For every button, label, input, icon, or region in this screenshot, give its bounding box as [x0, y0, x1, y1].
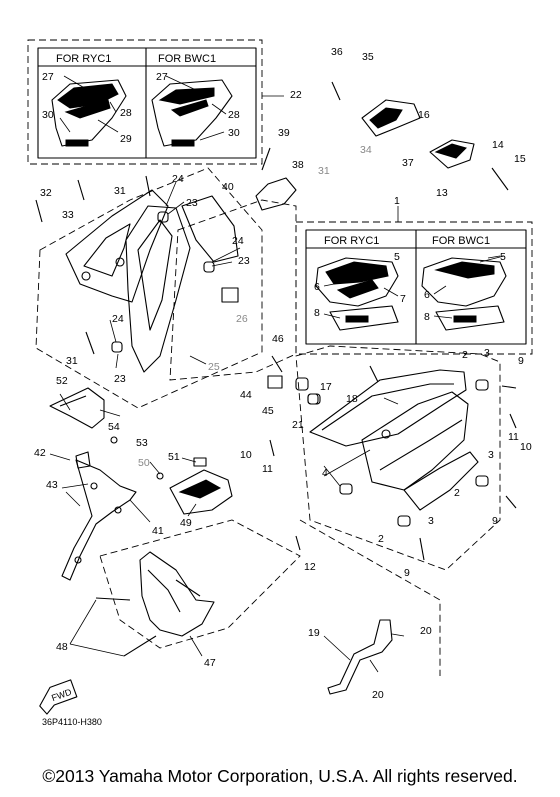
callout-number: 16	[418, 109, 430, 121]
callout-number: 11	[508, 431, 519, 443]
callout-number: 28	[120, 107, 132, 119]
callout-number: 5	[394, 251, 400, 263]
inset-top-decals: FOR RYC1 FOR BWC1	[27, 39, 263, 165]
lower-left-brackets	[49, 387, 233, 581]
callout-number: 12	[304, 561, 316, 573]
stay-bracket	[299, 519, 441, 695]
callout-number: 27	[42, 71, 54, 83]
inset-top-left-title: FOR RYC1	[56, 53, 111, 65]
callout-number: 1	[394, 195, 400, 207]
leader-lines	[49, 75, 505, 661]
callout-number: 31	[66, 355, 78, 367]
callout-number: 31	[114, 185, 126, 197]
callout-number: 25	[208, 361, 220, 373]
callout-number: 26	[236, 313, 248, 325]
callout-number: 34	[360, 144, 372, 156]
callout-number: 28	[228, 109, 240, 121]
inset-right-decals: FOR RYC1 FOR BWC1	[295, 221, 533, 355]
callout-number: 4	[322, 467, 328, 479]
callout-number: 2	[454, 487, 460, 499]
callout-number: 21	[292, 419, 304, 431]
callout-number: 44	[240, 389, 252, 401]
callout-number: 49	[180, 517, 192, 529]
callout-number: 9	[518, 355, 524, 367]
callout-number: 52	[56, 375, 68, 387]
callout-labels: 36 35 22 27 28 29 30 27 28 30 34 16 37 1…	[34, 46, 532, 701]
callout-number: 40	[222, 181, 234, 193]
callout-number: 23	[114, 373, 126, 385]
callout-number: 9	[404, 567, 410, 579]
callout-number: 48	[56, 641, 68, 653]
drawing-code: 36P4110-H380	[42, 717, 102, 727]
callout-number: 10	[240, 449, 252, 461]
inset-right-right-title: FOR BWC1	[432, 235, 490, 247]
callout-number: 37	[402, 157, 414, 169]
upper-brackets	[255, 81, 509, 211]
callout-number: 8	[424, 311, 430, 323]
callout-number: 7	[400, 293, 406, 305]
callout-number: 24	[172, 173, 184, 185]
callout-number: 24	[232, 235, 244, 247]
callout-number: 53	[136, 437, 148, 449]
callout-number: 42	[34, 447, 46, 459]
callout-number: 31	[318, 165, 330, 177]
callout-number: 20	[372, 689, 384, 701]
callout-number: 39	[278, 127, 290, 139]
hardware	[35, 175, 517, 561]
callout-number: 30	[42, 109, 54, 121]
callout-number: 3	[428, 515, 434, 527]
fwd-arrow-icon: FWD	[39, 679, 78, 715]
callout-number: 36	[331, 46, 343, 58]
callout-number: 6	[314, 281, 320, 293]
under-cowl	[95, 519, 301, 657]
callout-number: 3	[488, 449, 494, 461]
callout-number: 30	[228, 127, 240, 139]
callout-number: 17	[320, 381, 332, 393]
inset-top-right-title: FOR BWC1	[158, 53, 216, 65]
callout-number: 20	[420, 625, 432, 637]
callout-number: 38	[292, 159, 304, 171]
callout-number: 24	[112, 313, 124, 325]
callout-number: 2	[462, 349, 468, 361]
callout-number: 23	[238, 255, 250, 267]
callout-number: 2	[378, 533, 384, 545]
callout-number: 35	[362, 51, 374, 63]
callout-number: 13	[436, 187, 448, 199]
callout-number: 46	[272, 333, 284, 345]
callout-number: 11	[262, 463, 273, 475]
lower-cowling-assembly	[295, 345, 501, 571]
callout-number: 23	[186, 197, 198, 209]
callout-number: 29	[120, 133, 132, 145]
callout-number: 5	[500, 251, 506, 263]
copyright-notice: ©2013 Yamaha Motor Corporation, U.S.A. A…	[42, 766, 518, 786]
callout-number: 50	[138, 457, 150, 469]
callout-number: 27	[156, 71, 168, 83]
callout-number: 51	[168, 451, 180, 463]
callout-number: 41	[152, 525, 164, 537]
callout-number: 33	[62, 209, 74, 221]
callout-number: 8	[314, 307, 320, 319]
callout-number: 18	[346, 393, 358, 405]
side-cowling-assembly	[35, 167, 297, 409]
callout-number: 22	[290, 89, 302, 101]
callout-number: 6	[424, 289, 430, 301]
callout-number: 10	[520, 441, 532, 453]
callout-number: 14	[492, 139, 504, 151]
callout-number: 19	[308, 627, 320, 639]
callout-number: 45	[262, 405, 274, 417]
callout-number: 32	[40, 187, 52, 199]
fwd-label: FWD	[50, 687, 73, 704]
callout-number: 9	[492, 515, 498, 527]
callout-number: 43	[46, 479, 58, 491]
callout-number: 47	[204, 657, 216, 669]
inset-right-left-title: FOR RYC1	[324, 235, 379, 247]
callout-number: 54	[108, 421, 120, 433]
callout-number: 15	[514, 153, 526, 165]
callout-number: 3	[484, 347, 490, 359]
